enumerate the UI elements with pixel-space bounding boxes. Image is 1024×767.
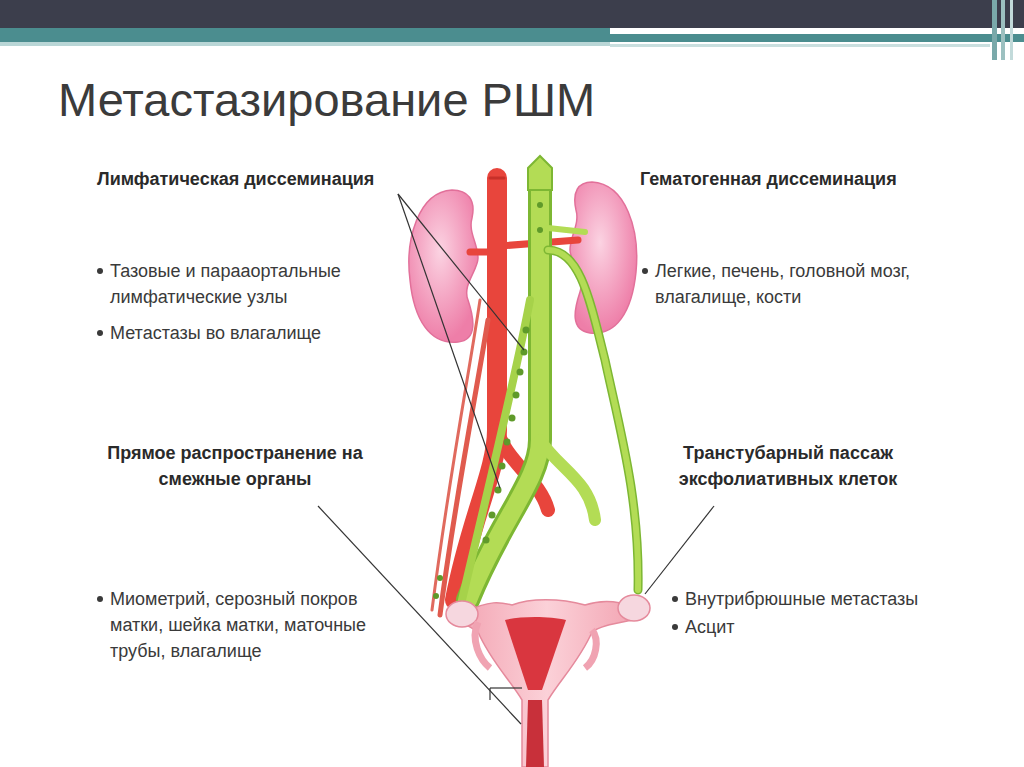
- bullet-item: Внутрибрюшные метастазы: [672, 586, 985, 612]
- leader-lines: [318, 194, 714, 724]
- bullet-item: Метастазы во влагалище: [97, 320, 385, 346]
- lymphatic-vessels: [462, 156, 638, 600]
- bullet-item: Тазовые и парааортальные лимфатические у…: [97, 258, 385, 310]
- bullet-item: Легкие, печень, головной мозг, влагалище…: [642, 258, 995, 310]
- section-heading: Гематогенная диссеминация: [640, 166, 897, 192]
- top-bar: [0, 0, 1024, 60]
- bullet-item: Асцит: [672, 614, 985, 640]
- bullet-item: Миометрий, серозный покров матки, шейка …: [97, 586, 410, 664]
- slide-title: Метастазирование РШМ: [58, 72, 595, 128]
- lymph-nodes: [433, 202, 543, 599]
- uterus: [446, 595, 650, 767]
- section-heading: Транстубарный пассаж эксфолиативных клет…: [642, 440, 934, 492]
- section-heading: Прямое распространение на смежные органы: [104, 440, 366, 492]
- aorta: [432, 178, 578, 615]
- section-heading: Лимфатическая диссеминация: [97, 166, 374, 192]
